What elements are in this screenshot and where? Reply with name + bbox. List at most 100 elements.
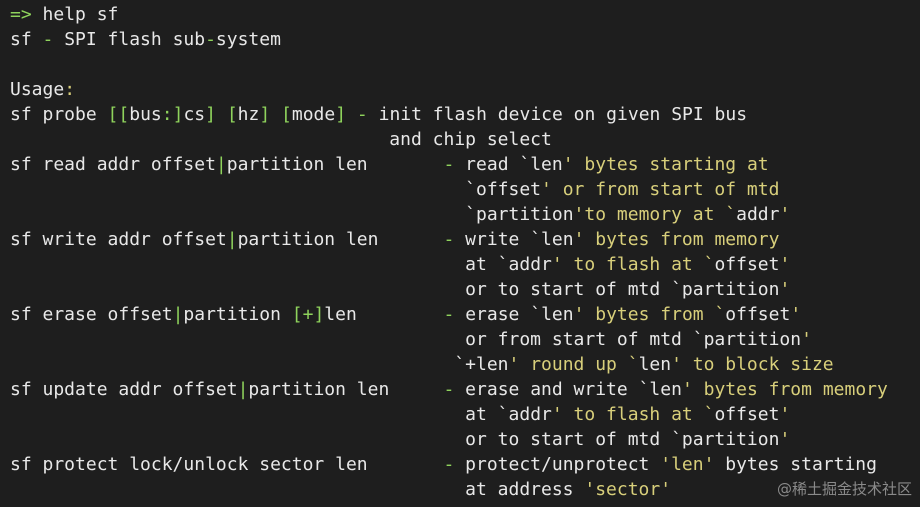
terminal-text-segment: mode (291, 104, 336, 125)
terminal-text-segment: ` (671, 279, 682, 300)
terminal-line: `+len' round up `len' to block size (10, 352, 833, 377)
terminal-text-segment: [[ (107, 104, 130, 125)
terminal-text-segment: partition (183, 304, 292, 325)
terminal-line: sf update addr offset|partition len - er… (10, 377, 888, 402)
terminal-text-segment: ' bytes from memory (573, 229, 780, 250)
terminal-text-segment: hz (237, 104, 260, 125)
terminal-line: at `addr' to flash at `offset' (10, 402, 790, 427)
terminal-text-segment: or to start of mtd (10, 279, 672, 300)
terminal-text-segment: ` (465, 179, 476, 200)
terminal-line: at `addr' to flash at `offset' (10, 252, 790, 277)
terminal-text-segment: partition (681, 429, 780, 450)
terminal-text-segment: | (172, 304, 184, 325)
terminal-text-segment: 'len' (660, 454, 715, 475)
terminal-text-segment: ' or from start of mtd (541, 179, 780, 200)
terminal-text-segment: - (42, 29, 54, 50)
terminal-text-segment: [ (226, 104, 238, 125)
terminal-text-segment: len (649, 379, 682, 400)
terminal-text-segment: | (226, 229, 238, 250)
terminal-text-segment: sf protect lock/unlock sector len (10, 454, 444, 475)
terminal-text-segment: ' (779, 279, 791, 300)
terminal-text-segment (10, 179, 465, 200)
terminal-text-segment: ' to flash at ` (551, 404, 715, 425)
terminal-text-segment: ' round up ` (508, 354, 639, 375)
terminal-text-segment: - (443, 454, 455, 475)
terminal-text-segment: ` (519, 154, 531, 175)
terminal-line: at address 'sector' (10, 477, 671, 502)
terminal-text-segment: cs (183, 104, 206, 125)
terminal-text-segment: - (443, 304, 455, 325)
terminal-text-segment: or from start of mtd (10, 329, 693, 350)
terminal-text-segment: SPI flash sub (53, 29, 206, 50)
terminal-text-segment: ` (10, 354, 466, 375)
terminal-text-segment (10, 204, 465, 225)
terminal-text-segment: ' (779, 404, 791, 425)
terminal-text-segment: ` (671, 429, 682, 450)
terminal-text-segment: | (215, 154, 227, 175)
terminal-text-segment: - (443, 154, 455, 175)
terminal-text-segment: ' bytes starting at (562, 154, 769, 175)
terminal-text-segment: partition (703, 329, 802, 350)
terminal-text-segment: erase and write (454, 379, 639, 400)
terminal-text-segment: - (443, 379, 455, 400)
terminal-text-segment (270, 104, 281, 125)
terminal-line: Usage: (10, 77, 75, 102)
terminal-text-segment: ` (692, 329, 704, 350)
terminal-text-segment: offset (725, 304, 791, 325)
terminal-text-segment: 'sector' (584, 479, 672, 500)
terminal-text-segment: 'to memory at ` (573, 204, 737, 225)
terminal-text-segment: at (10, 404, 498, 425)
terminal-text-segment: - (443, 229, 455, 250)
terminal-text-segment: +len (465, 354, 509, 375)
terminal-line: or to start of mtd `partition' (10, 427, 790, 452)
terminal-text-segment: len (638, 354, 672, 375)
terminal-text-segment: read (454, 154, 520, 175)
terminal-text-segment: help sf (42, 4, 119, 25)
terminal-line: sf erase offset|partition [+]len - erase… (10, 302, 801, 327)
terminal-text-segment: or to start of mtd (10, 429, 672, 450)
terminal-text-segment: ' bytes from memory (681, 379, 888, 400)
terminal-text-segment: ` (530, 229, 542, 250)
terminal-text-segment: len (530, 154, 563, 175)
terminal-text-segment: - (356, 104, 368, 125)
terminal-text-segment: partition (681, 279, 780, 300)
terminal-text-segment: partition len (226, 154, 444, 175)
terminal-text-segment: [ (281, 104, 292, 125)
terminal-text-segment: at address (10, 479, 585, 500)
terminal-text-segment: bytes starting (714, 454, 877, 475)
terminal-text-segment: sf erase offset (10, 304, 173, 325)
terminal-text-segment: | (237, 379, 249, 400)
terminal-text-segment: ' (779, 429, 791, 450)
terminal-line: sf - SPI flash sub-system (10, 27, 281, 52)
terminal-text-segment: addr (508, 254, 552, 275)
terminal-text-segment: len (541, 304, 574, 325)
terminal-text-segment: offset (714, 404, 780, 425)
terminal-text-segment: addr (508, 404, 552, 425)
terminal-text-segment: write (454, 229, 531, 250)
terminal-text-segment: ' (779, 204, 791, 225)
terminal-text-segment: ] (259, 104, 271, 125)
terminal-text-segment: partition len (237, 229, 444, 250)
terminal-text-segment: ' (790, 304, 802, 325)
watermark: @稀土掘金技术社区 (776, 480, 912, 498)
terminal-text-segment: init flash device on given SPI bus (367, 104, 748, 125)
terminal-text-segment: len (541, 229, 574, 250)
terminal-text-segment: ` (465, 204, 476, 225)
terminal-text-segment: offset (714, 254, 780, 275)
terminal-text-segment: [+] (291, 304, 325, 325)
terminal-text-segment: => (10, 4, 43, 25)
terminal-text-segment: ' (801, 329, 812, 350)
terminal-text-segment: bus (129, 104, 162, 125)
terminal-text-segment: sf probe (10, 104, 108, 125)
terminal-line: sf read addr offset|partition len - read… (10, 152, 769, 177)
terminal-text-segment: ] (205, 104, 216, 125)
terminal-text-segment: at (10, 254, 498, 275)
terminal-text-segment: partition len (248, 379, 444, 400)
terminal-line: => help sf (10, 2, 118, 27)
terminal-line: or to start of mtd `partition' (10, 277, 790, 302)
terminal-text-segment: offset (476, 179, 542, 200)
terminal-text-segment: ` (497, 254, 509, 275)
terminal-line: sf protect lock/unlock sector len - prot… (10, 452, 877, 477)
terminal-text-segment: ` (530, 304, 542, 325)
